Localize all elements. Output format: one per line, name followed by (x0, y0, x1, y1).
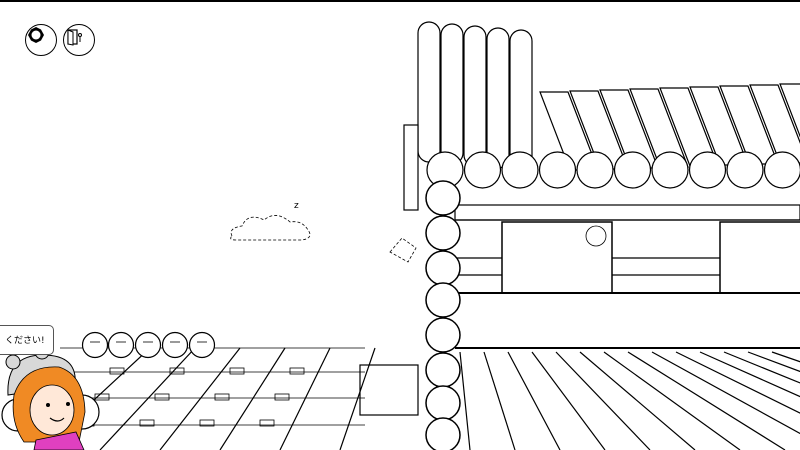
roof-log (509, 29, 533, 171)
floor-marker (289, 367, 305, 375)
log-end (425, 250, 461, 286)
face-token (81, 331, 109, 359)
log-end (425, 385, 461, 421)
deck-plank (459, 351, 471, 450)
log-end (425, 317, 461, 353)
log-end (613, 151, 652, 189)
deck-plank (651, 351, 800, 435)
floor-grid-line (159, 347, 241, 450)
log-end (425, 352, 461, 388)
log-end (463, 151, 502, 189)
leaf-shape (389, 237, 417, 263)
log-end (651, 151, 689, 189)
log-end (763, 151, 800, 189)
deck-plank (747, 351, 800, 373)
roof-log (749, 84, 800, 164)
log-end (538, 151, 577, 189)
exit-button[interactable] (63, 24, 95, 56)
floor-marker (169, 367, 185, 375)
character-mouth (49, 417, 65, 422)
deck-plank (699, 351, 800, 398)
exit-door-icon (67, 29, 82, 46)
floor-grid-line (219, 347, 286, 450)
floor-marker (94, 393, 110, 401)
face-token (107, 331, 135, 359)
face-token (188, 331, 216, 359)
floor-marker (154, 393, 170, 401)
window (719, 221, 800, 294)
sun-face (585, 225, 607, 247)
floor-grid-line (339, 347, 376, 450)
deck-plank (723, 351, 800, 384)
deck-plank (555, 351, 651, 450)
character-eye (46, 403, 50, 407)
roof-log (440, 23, 464, 165)
deck-plank (675, 351, 800, 414)
floor-marker (214, 393, 230, 401)
wall-log (454, 204, 800, 221)
deck-plank (507, 351, 561, 450)
floor-grid-line (279, 347, 331, 450)
roof-log (486, 27, 510, 169)
window (501, 221, 613, 294)
roof-log (779, 83, 800, 138)
roof-log (417, 21, 441, 163)
floor-marker (199, 419, 215, 427)
face-token (161, 331, 189, 359)
roof-log (463, 25, 487, 167)
floor-marker (229, 367, 245, 375)
deck-plank (483, 351, 516, 450)
log-end (425, 417, 461, 450)
chimney-wall (403, 124, 419, 211)
deck-plank (627, 351, 786, 450)
speech-bubble: ください! (0, 325, 54, 355)
settings-button[interactable] (25, 24, 57, 56)
block (359, 364, 419, 416)
floor-grid-line (99, 347, 196, 450)
cloud (230, 215, 311, 241)
floor-marker (139, 419, 155, 427)
log-end (726, 151, 764, 189)
deck-plank (531, 351, 606, 450)
floor-marker (259, 419, 275, 427)
log-end (576, 151, 614, 189)
floor-marker (109, 367, 125, 375)
floor-marker (274, 393, 290, 401)
sleep-z-icon: z (294, 201, 299, 211)
top-border (0, 0, 800, 2)
character-face (29, 384, 75, 436)
log-end (688, 151, 727, 189)
character-hat-ear (5, 354, 21, 370)
log-end (425, 282, 461, 318)
log-end (425, 180, 461, 216)
gear-icon (28, 27, 44, 43)
log-end (501, 151, 539, 189)
log-end (425, 215, 461, 251)
character-shirt (33, 431, 85, 450)
face-token (134, 331, 162, 359)
deck-plank (579, 351, 696, 450)
deck-plank (603, 351, 741, 450)
speech-bubble-text: ください! (5, 336, 45, 346)
character-eye (66, 402, 70, 406)
